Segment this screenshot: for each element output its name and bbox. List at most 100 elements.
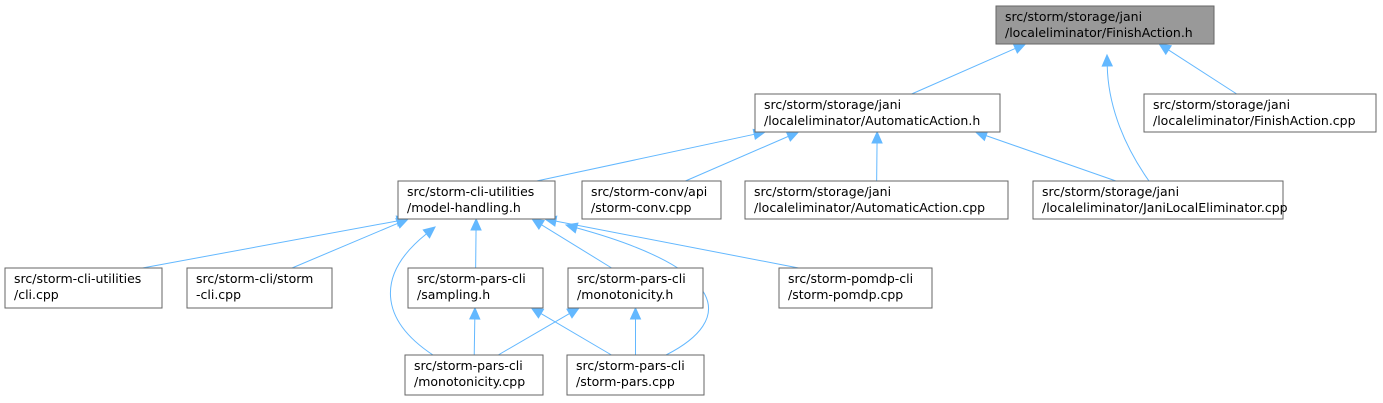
node-label-line: src/storm-cli-utilities	[407, 184, 534, 199]
node-label-line: /localeliminator/FinishAction.cpp	[1153, 113, 1356, 128]
node-label-line: /localeliminator/JaniLocalEliminator.cpp	[1042, 200, 1288, 215]
edge-storm_pars_cpp-to-model_handling_h	[564, 222, 709, 356]
edge-model_handling_h-to-automatic_h	[536, 128, 767, 182]
edge-arrowhead	[531, 218, 545, 230]
node-label-line: /storm-conv.cpp	[591, 200, 692, 215]
node-label-line: /cli.cpp	[14, 287, 59, 302]
node-box[interactable]	[581, 180, 722, 220]
edge-arrowhead	[1012, 43, 1027, 54]
edge-line	[497, 313, 570, 356]
edge-arrowhead	[629, 306, 642, 320]
edge-storm_cli_cpp-to-model_handling_h	[291, 218, 410, 269]
node-label-line: /monotonicity.cpp	[414, 374, 525, 389]
edge-line	[291, 222, 399, 269]
node-finish_cpp[interactable]: src/storm/storage/jani/localeliminator/F…	[1143, 93, 1377, 133]
node-storm_pars_cpp[interactable]: src/storm-pars-cli/storm-pars.cpp	[566, 354, 705, 396]
edge-line	[541, 224, 612, 269]
edge-arrowhead	[1101, 53, 1114, 67]
node-box[interactable]	[4, 267, 163, 309]
edge-line	[576, 227, 709, 356]
node-automatic_cpp[interactable]: src/storm/storage/jani/localeliminator/A…	[744, 180, 1009, 220]
node-box[interactable]	[404, 354, 544, 396]
edge-monotonicity_cpp-to-sampling_h	[469, 306, 481, 356]
node-label-line: -cli.cpp	[196, 287, 241, 302]
edge-jani_local_cpp-to-automatic_h	[974, 130, 1117, 182]
edge-monotonicity_cpp-to-monotonicity_h	[497, 307, 581, 356]
node-model_handling_h[interactable]: src/storm-cli-utilities/model-handling.h	[397, 180, 556, 220]
edge-monotonicity_h-to-model_handling_h	[531, 218, 612, 269]
edge-automatic_cpp-to-automatic_h	[871, 130, 883, 182]
node-label-line: /localeliminator/AutomaticAction.cpp	[754, 200, 985, 215]
node-label-line: src/storm/storage/jani	[1005, 9, 1142, 24]
node-storm_pomdp_cpp[interactable]: src/storm-pomdp-cli/storm-pomdp.cpp	[778, 267, 933, 309]
node-label-line: /monotonicity.h	[577, 287, 673, 302]
node-box[interactable]	[186, 267, 333, 309]
edge-line	[540, 313, 612, 356]
edge-line	[555, 220, 799, 269]
node-label-line: /sampling.h	[417, 287, 490, 302]
node-label-line: /localeliminator/FinishAction.h	[1005, 25, 1193, 40]
node-automatic_h[interactable]: src/storm/storage/jani/localeliminator/A…	[754, 93, 1001, 133]
edge-automatic_h-to-finish_h	[911, 43, 1027, 95]
edge-arrowhead	[1158, 43, 1173, 56]
node-label-line: src/storm/storage/jani	[754, 184, 891, 199]
edge-line	[1168, 49, 1238, 95]
edge-arrowhead	[785, 131, 800, 142]
node-storm_conv_cpp[interactable]: src/storm-conv/api/storm-conv.cpp	[581, 180, 722, 220]
node-cli_cpp[interactable]: src/storm-cli-utilities/cli.cpp	[4, 267, 163, 309]
node-label-line: /model-handling.h	[407, 200, 521, 215]
edge-finish_cpp-to-finish_h	[1158, 43, 1238, 95]
node-label-line: /storm-pomdp.cpp	[788, 287, 903, 302]
node-box[interactable]	[778, 267, 933, 309]
node-monotonicity_cpp[interactable]: src/storm-pars-cli/monotonicity.cpp	[404, 354, 544, 396]
edge-storm_conv_cpp-to-automatic_h	[685, 131, 800, 182]
node-finish_h[interactable]: src/storm/storage/jani/localeliminator/F…	[995, 5, 1215, 45]
node-box[interactable]	[567, 267, 704, 309]
node-label-line: src/storm/storage/jani	[764, 97, 901, 112]
node-box[interactable]	[1143, 93, 1377, 133]
edge-line	[473, 318, 476, 356]
node-box[interactable]	[995, 5, 1215, 45]
edge-cli_cpp-to-model_handling_h	[142, 215, 410, 269]
node-box[interactable]	[397, 180, 556, 220]
node-label-line: /storm-pars.cpp	[576, 374, 675, 389]
edge-line	[536, 133, 755, 182]
edge-line	[390, 233, 434, 356]
edge-storm_pars_cpp-to-monotonicity_h	[629, 306, 642, 355]
edge-sampling_h-to-model_handling_h	[470, 217, 482, 269]
edge-arrowhead	[871, 130, 883, 144]
edge-line	[685, 135, 789, 182]
node-label-line: src/storm-pomdp-cli	[788, 271, 913, 286]
node-jani_local_cpp[interactable]: src/storm/storage/jani/localeliminator/J…	[1032, 180, 1288, 220]
node-box[interactable]	[407, 267, 544, 309]
edge-arrowhead	[422, 226, 436, 239]
node-label-line: /localeliminator/AutomaticAction.h	[764, 113, 980, 128]
edge-line	[142, 220, 398, 269]
node-label-line: src/storm-cli-utilities	[14, 271, 141, 286]
edge-arrowhead	[470, 217, 482, 231]
node-storm_cli_cpp[interactable]: src/storm-cli/storm-cli.cpp	[186, 267, 333, 309]
node-box[interactable]	[1032, 180, 1284, 220]
edge-line	[911, 47, 1016, 95]
edge-storm_pomdp_cpp-to-model_handling_h	[543, 215, 799, 269]
node-sampling_h[interactable]: src/storm-pars-cli/sampling.h	[407, 267, 544, 309]
node-monotonicity_h[interactable]: src/storm-pars-cli/monotonicity.h	[567, 267, 704, 309]
node-label-line: src/storm/storage/jani	[1042, 184, 1179, 199]
node-box[interactable]	[744, 180, 1009, 220]
edge-arrowhead	[469, 306, 481, 320]
node-box[interactable]	[754, 93, 1001, 133]
edge-storm_pars_cpp-to-sampling_h	[530, 307, 612, 356]
node-label-line: src/storm-pars-cli	[577, 271, 686, 286]
edge-monotonicity_cpp-to-model_handling_h	[390, 226, 436, 356]
node-label-line: src/storm-pars-cli	[414, 358, 523, 373]
nodes-layer: src/storm/storage/jani/localeliminator/F…	[4, 5, 1377, 396]
node-label-line: src/storm-conv/api	[591, 184, 707, 199]
node-label-line: src/storm-pars-cli	[576, 358, 685, 373]
edge-arrowhead	[530, 307, 545, 319]
edge-jani_local_cpp-to-finish_h	[1101, 53, 1150, 182]
node-box[interactable]	[566, 354, 705, 396]
edge-arrowhead	[566, 307, 581, 319]
edge-line	[1106, 65, 1150, 182]
node-label-line: src/storm/storage/jani	[1153, 97, 1290, 112]
